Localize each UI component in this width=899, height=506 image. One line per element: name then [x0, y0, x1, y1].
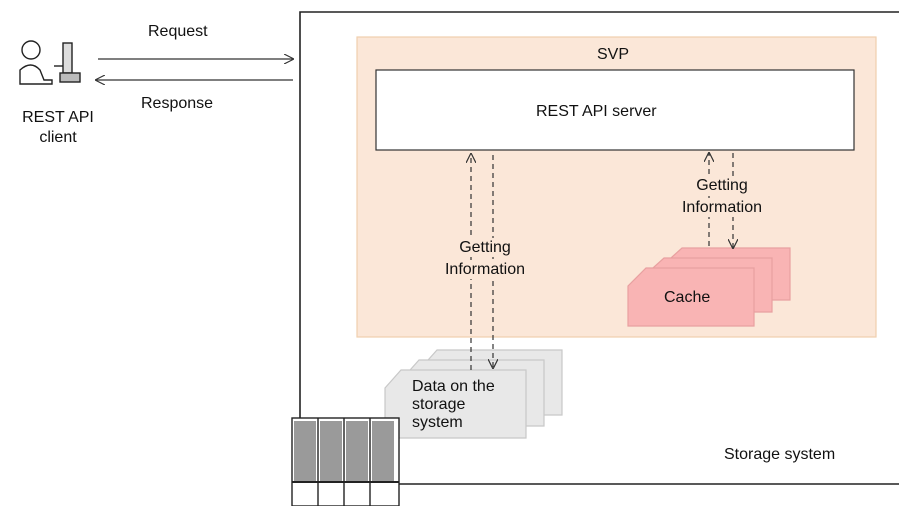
rest-api-server-label: REST API server — [536, 103, 657, 120]
rest-api-server-box — [375, 69, 855, 151]
getting-info-right-line2: Information — [667, 198, 777, 217]
storage-rack-icon — [291, 417, 400, 506]
svp-label: SVP — [597, 46, 630, 63]
storage-data-stack — [384, 349, 563, 439]
request-label: Request — [148, 23, 208, 40]
getting-info-left-line1: Getting — [430, 238, 540, 257]
client-label-line1: REST API — [22, 109, 94, 126]
response-label: Response — [141, 95, 214, 112]
cache-stack — [627, 247, 791, 327]
cache-label: Cache — [664, 289, 711, 306]
getting-info-right-line1: Getting — [667, 176, 777, 195]
storage-data-line2: storage — [412, 396, 466, 413]
getting-info-left-line2: Information — [430, 260, 540, 279]
user-at-computer-icon — [19, 40, 81, 85]
storage-data-line3: system — [412, 414, 463, 431]
client-label-line2: client — [39, 129, 77, 146]
storage-data-line1: Data on the — [412, 378, 495, 395]
storage-system-boundary — [299, 11, 899, 485]
storage-system-label: Storage system — [724, 446, 836, 463]
